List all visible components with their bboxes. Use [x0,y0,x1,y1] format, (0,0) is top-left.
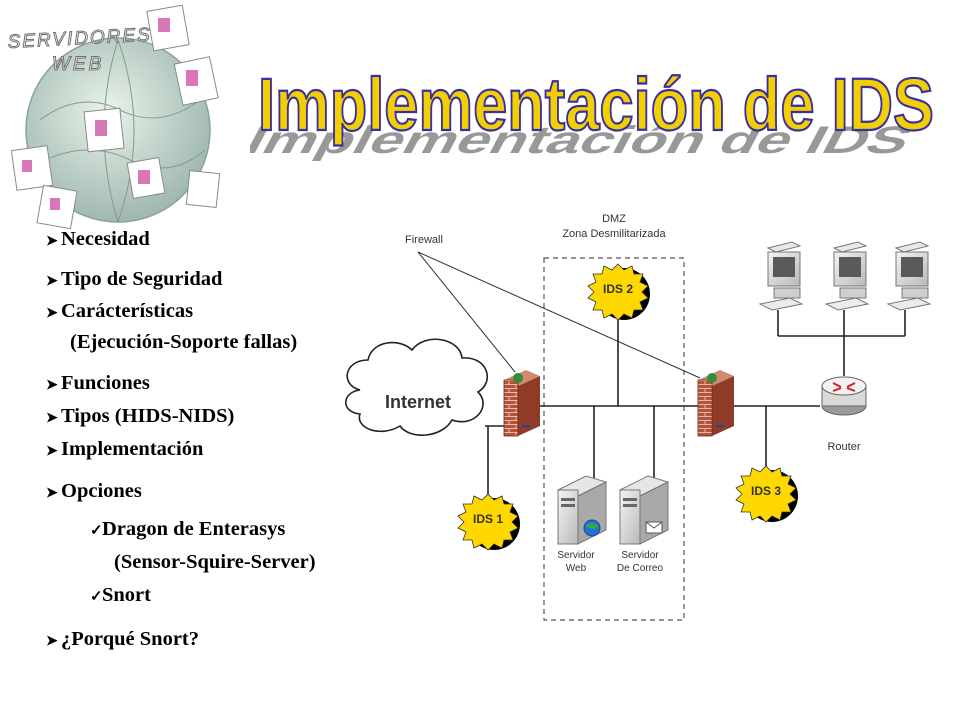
dmz-subtitle: Zona Desmilitarizada [562,228,666,240]
bullet-text: ¿Porqué Snort? [61,628,200,650]
ids-1-label: IDS 1 [473,512,503,526]
ids-2-label: IDS 2 [603,282,633,296]
bullet-text: (Sensor-Squire-Server) [114,551,316,573]
arrow-bullet-icon: ➤ [46,378,58,393]
firewall-2-icon [697,370,734,437]
mail-server-icon [618,475,670,545]
web-page-thumbnails [10,4,221,230]
bullet-item: ➤Tipos (HIDS-NIDS) [46,405,234,428]
bullet-text: Necesidad [61,228,150,250]
firewall-1-icon [503,370,540,437]
workstation-icon [824,241,870,311]
internet-cloud-icon: Internet [344,338,488,436]
bullet-text: Carácterísticas [61,300,194,322]
arrow-bullet-icon: ➤ [46,234,58,249]
bullet-text: Snort [102,584,151,606]
firewall-label: Firewall [405,234,443,246]
bullet-subtext: (Sensor-Squire-Server) [114,551,316,574]
arrow-bullet-icon: ➤ [46,411,58,426]
bullet-text: Tipo de Seguridad [61,268,223,290]
bullet-item: ➤Opciones [46,480,142,503]
router-icon [821,376,867,416]
arrow-bullet-icon: ➤ [46,634,58,649]
bullet-item: ➤Necesidad [46,228,150,251]
title-text: Implementación de IDS [258,63,934,146]
title-shadow: Implementación de IDS [250,119,920,162]
ids-3-label: IDS 3 [751,484,781,498]
dmz-zone [543,257,685,621]
mail-server-label-1: Servidor [621,550,659,561]
ids-1-badge: IDS 1 [457,493,520,551]
checkmark-icon: ✓ [90,589,103,605]
web-server-icon [556,475,608,545]
bullet-text: (Ejecución-Soporte fallas) [70,331,298,353]
bullet-text: Opciones [61,480,142,502]
bullet-item: ➤Carácterísticas [46,300,193,323]
internet-label: Internet [385,392,451,412]
arrow-bullet-icon: ➤ [46,274,58,289]
web-server-label-1: Servidor [557,550,595,561]
bullet-text: Tipos (HIDS-NIDS) [61,405,235,427]
ids-3-badge: IDS 3 [735,465,798,523]
bullet-text: Dragon de Enterasys [102,518,286,540]
bullet-item: ➤¿Porqué Snort? [46,628,199,651]
mail-server-label-2: De Correo [617,563,664,574]
bullet-text: Funciones [61,372,150,394]
workstation-icon [758,241,804,311]
web-server-label-2: Web [566,563,587,574]
check-item: ✓Snort [90,584,151,607]
checkmark-icon: ✓ [90,523,103,539]
bullet-text: Implementación [61,438,204,460]
page-title: Implementación de IDS Implementación de … [250,62,935,162]
arrow-bullet-icon: ➤ [46,306,58,321]
bullet-item: ➤Tipo de Seguridad [46,268,222,291]
workstation-icon [886,241,932,311]
servidores-web-logo: SERVIDORES WEB [7,4,221,230]
ids-2-badge: IDS 2 [587,263,650,321]
dmz-title: DMZ [602,213,626,225]
bullet-subtext: (Ejecución-Soporte fallas) [70,331,297,354]
check-item: ✓Dragon de Enterasys [90,518,285,541]
router-label: Router [827,441,860,453]
logo-line2: WEB [52,54,104,75]
arrow-bullet-icon: ➤ [46,444,58,459]
network-diagram: DMZ Zona Desmilitarizada Firewall Intern… [344,213,932,621]
arrow-bullet-icon: ➤ [46,486,58,501]
bullet-item: ➤Funciones [46,372,150,395]
bullet-item: ➤Implementación [46,438,203,461]
